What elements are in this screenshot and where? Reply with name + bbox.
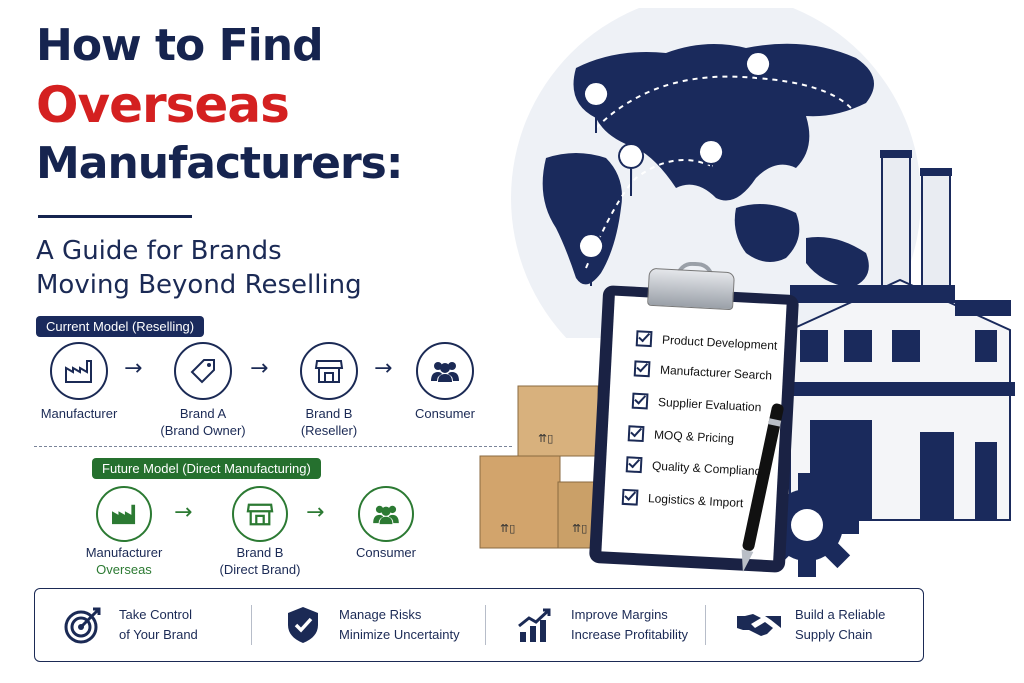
brand-b-node (300, 342, 358, 400)
benefit-line1: Build a Reliable (795, 607, 886, 622)
overseas-manufacturer-node (96, 486, 152, 542)
people-group-icon (431, 362, 459, 382)
section-divider (34, 446, 512, 447)
storefront-icon (246, 503, 274, 526)
benefit-line2: Minimize Uncertainty (339, 627, 460, 642)
arrow-icon: → (124, 356, 143, 381)
pen-icon (741, 403, 784, 573)
manufacturer-node-label: Manufacturer (14, 405, 144, 422)
svg-text:⇈▯: ⇈▯ (500, 522, 515, 535)
brand-a-node (174, 342, 232, 400)
benefit-manage-risks: Manage Risks Minimize Uncertainty (281, 589, 460, 661)
handshake-icon (737, 603, 781, 647)
benefit-line1: Improve Margins (571, 607, 668, 622)
consumer-node (358, 486, 414, 542)
arrow-icon: → (374, 356, 393, 381)
node-label-line1: Consumer (356, 545, 416, 560)
node-label-line1: Brand A (179, 406, 227, 421)
future-model-label: Future Model (Direct Manufacturing) (92, 458, 321, 479)
title-line-1: How to Find (36, 20, 324, 71)
shield-check-icon (281, 603, 325, 647)
checkbox-checked-icon (635, 330, 653, 348)
storefront-icon (314, 360, 344, 383)
arrow-icon: → (250, 356, 269, 381)
brand-a-node-label: Brand A (Brand Owner) (138, 405, 268, 439)
price-tag-icon (190, 359, 215, 384)
benefit-line1: Take Control (119, 607, 192, 622)
benefit-take-control: Take Control of Your Brand (61, 589, 198, 661)
factory-icon (65, 360, 92, 383)
divider (705, 605, 706, 645)
current-model-label: Current Model (Reselling) (36, 316, 205, 337)
node-label-line2: (Brand Owner) (160, 423, 246, 438)
overseas-manufacturer-node-label: Manufacturer Overseas (59, 544, 189, 578)
divider (485, 605, 486, 645)
svg-text:⇈▯: ⇈▯ (572, 522, 587, 535)
subtitle-line-1: A Guide for Brands (36, 236, 282, 266)
factory-icon (112, 504, 136, 525)
benefit-line2: Supply Chain (795, 627, 873, 642)
checkbox-checked-icon (627, 425, 645, 443)
direct-brand-node-label: Brand B (Direct Brand) (195, 544, 325, 578)
title-divider (38, 215, 192, 218)
title-line-3: Manufacturers: (36, 138, 403, 189)
people-group-icon (373, 505, 399, 525)
node-label-line2: Overseas (96, 562, 152, 577)
node-label-line1: Manufacturer (85, 545, 163, 560)
consumer-node-label: Consumer (321, 544, 451, 561)
benefit-line2: Increase Profitability (571, 627, 689, 642)
consumer-node-label: Consumer (380, 405, 510, 422)
svg-text:⇈▯: ⇈▯ (538, 432, 553, 445)
brand-b-node-label: Brand B (Reseller) (264, 405, 394, 439)
arrow-icon: → (306, 500, 325, 525)
checklist-item-label: MOQ & Pricing (653, 427, 735, 446)
checkbox-checked-icon (631, 392, 649, 410)
divider (251, 605, 252, 645)
manufacturer-node (50, 342, 108, 400)
node-label-line1: Consumer (415, 406, 475, 421)
subtitle-line-2: Moving Beyond Reselling (36, 270, 362, 300)
benefit-reliable-supply-chain: Build a Reliable Supply Chain (737, 589, 885, 661)
benefit-improve-margins: Improve Margins Increase Profitability (513, 589, 688, 661)
node-label-line1: Brand B (305, 406, 353, 421)
node-label-line2: (Direct Brand) (219, 562, 301, 577)
checkbox-checked-icon (621, 488, 639, 506)
node-label-line1: Manufacturer (40, 406, 118, 421)
benefit-line1: Manage Risks (339, 607, 422, 622)
direct-brand-node (232, 486, 288, 542)
title-line-2: Overseas (36, 76, 290, 134)
node-label-line1: Brand B (236, 545, 284, 560)
world-globe-illustration (511, 8, 921, 338)
growth-chart-icon (513, 603, 557, 647)
benefits-bar: Take Control of Your Brand Manage Risks … (34, 588, 924, 662)
consumer-node (416, 342, 474, 400)
arrow-icon: → (174, 500, 193, 525)
node-label-line2: (Reseller) (300, 423, 358, 438)
checkbox-checked-icon (625, 456, 643, 474)
target-icon (61, 603, 105, 647)
benefit-line2: of Your Brand (119, 627, 198, 642)
checkbox-checked-icon (633, 360, 651, 378)
clipboard-clip (647, 267, 735, 311)
